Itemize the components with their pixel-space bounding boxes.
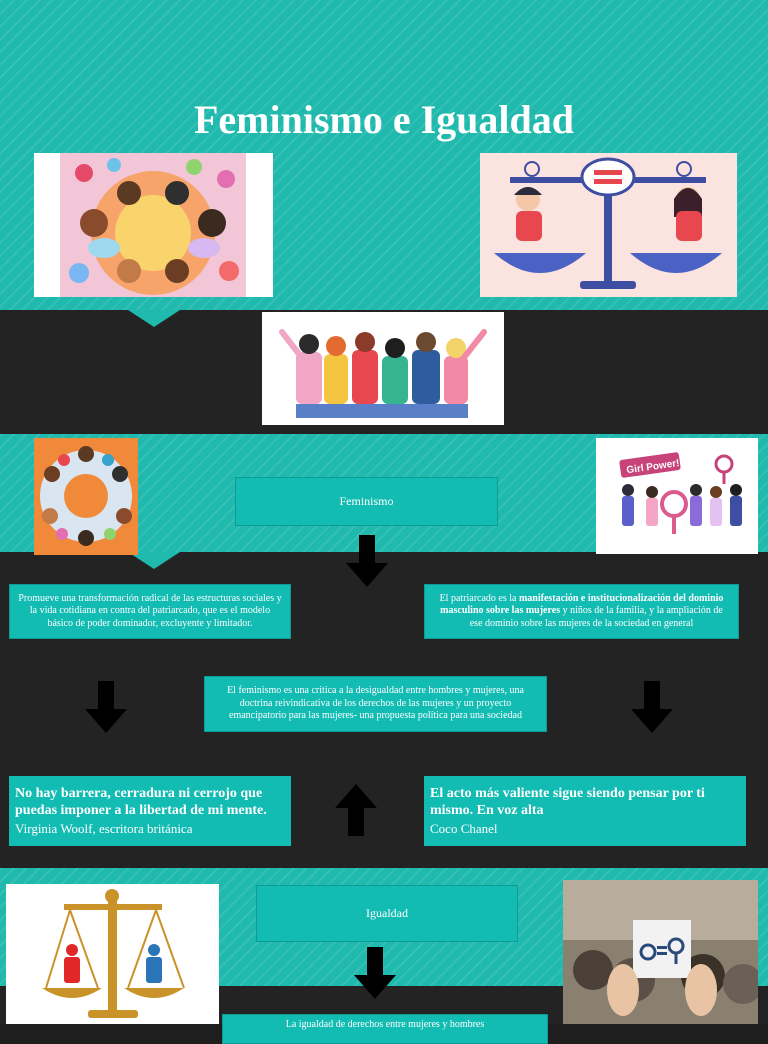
women-circle-image bbox=[34, 153, 273, 297]
band-notch-1 bbox=[128, 310, 180, 327]
women-circle-illustration bbox=[34, 153, 273, 297]
equality-sign-photo bbox=[563, 880, 758, 1024]
center-text-box: El feminismo es una crítica a la desigua… bbox=[204, 676, 547, 732]
quote-woolf: No hay barrera, cerradura ni cerrojo que… bbox=[9, 776, 291, 846]
bottom-text-box: La igualdad de derechos entre mujeres y … bbox=[222, 1014, 548, 1044]
gender-balance-image bbox=[480, 153, 737, 297]
equality-sign-illustration bbox=[563, 880, 758, 1024]
band-notch-2 bbox=[128, 552, 180, 569]
arrow-down-igualdad-icon bbox=[354, 947, 396, 999]
right-text-box-bold: manifestación e institucionalización del… bbox=[440, 592, 724, 617]
right-text-box: El patriarcado es la manifestación e ins… bbox=[424, 584, 739, 639]
quote-woolf-author: Virginia Woolf, escritora británica bbox=[15, 820, 193, 836]
girl-power-image: Girl Power! bbox=[596, 438, 758, 554]
scales-justice-illustration bbox=[6, 884, 219, 1024]
arrow-down-left-icon bbox=[85, 681, 127, 733]
igualdad-label: Igualdad bbox=[256, 885, 518, 942]
people-circle-image bbox=[34, 438, 138, 555]
right-text-box-content: El patriarcado es la manifestación e ins… bbox=[439, 592, 724, 629]
left-text-box: Promueve una transformación radical de l… bbox=[9, 584, 291, 639]
quote-chanel-text: El acto más valiente sigue siendo pensar… bbox=[430, 786, 705, 818]
arrow-down-icon bbox=[346, 535, 388, 587]
quote-chanel-author: Coco Chanel bbox=[430, 820, 498, 836]
page-title: Feminismo e Igualdad bbox=[193, 97, 575, 142]
scales-justice-image bbox=[6, 884, 219, 1024]
gender-balance-illustration bbox=[480, 153, 737, 297]
girl-power-illustration: Girl Power! bbox=[596, 438, 758, 554]
arrow-down-right-icon bbox=[631, 681, 673, 733]
quote-woolf-text: No hay barrera, cerradura ni cerrojo que… bbox=[15, 786, 267, 818]
group-friends-illustration bbox=[262, 312, 504, 425]
arrow-up-icon bbox=[335, 784, 377, 836]
group-friends-image bbox=[262, 312, 504, 425]
people-circle-illustration bbox=[34, 438, 138, 555]
quote-chanel: El acto más valiente sigue siendo pensar… bbox=[424, 776, 746, 846]
feminismo-label: Feminismo bbox=[235, 477, 498, 526]
